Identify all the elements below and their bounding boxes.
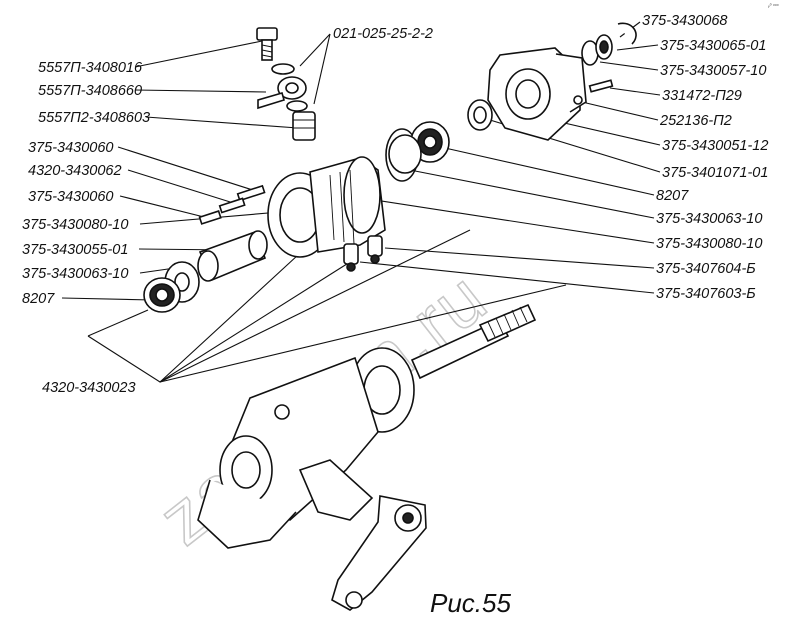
banjo-fitting (257, 76, 307, 110)
plunger-3 (198, 210, 222, 225)
label-375-3430055-01: 375-3430055-01 (22, 242, 128, 258)
valve-spool (197, 230, 268, 282)
parts (143, 22, 637, 611)
label-5557p2-3408603: 5557П2-3408603 (38, 110, 150, 126)
label-021-025-25-2-2: 021-025-25-2-2 (333, 26, 433, 42)
cover-bolt (573, 79, 614, 105)
seal-ring-inner (473, 106, 487, 124)
label-375-3401071-01: 375-3401071-01 (662, 165, 768, 181)
seal-and-ring (581, 22, 637, 66)
label-375-3430060-b: 375-3430060 (28, 189, 113, 205)
label-252136-p2: 252136-П2 (659, 113, 732, 129)
label-375-3407604-b: 375-3407604-Б (656, 261, 756, 277)
washer-top (271, 63, 295, 75)
label-375-3430080-10-right: 375-3430080-10 (656, 236, 762, 252)
label-375-3430065-01: 375-3430065-01 (660, 38, 766, 54)
label-4320-3430062: 4320-3430062 (28, 163, 122, 179)
label-8207-right: 8207 (656, 188, 689, 204)
label-375-3430063-10-right: 375-3430063-10 (656, 211, 762, 227)
thrust-washer-right (388, 134, 422, 174)
valve-housing (267, 156, 386, 258)
label-375-3430080-10-left: 375-3430080-10 (22, 217, 128, 233)
label-375-3430051-12: 375-3430051-12 (662, 138, 768, 154)
figure-caption: Рис.55 (430, 588, 511, 618)
label-375-3430060-a: 375-3430060 (28, 140, 113, 156)
plunger-1 (236, 184, 266, 202)
banjo-bolt (256, 27, 278, 61)
leader-lines (61, 21, 661, 383)
label-331472-p29: 331472-П29 (662, 88, 742, 104)
union-fitting (292, 111, 316, 141)
corner-mark: ᵧ⁰ ᵒᵒᵒ (767, 3, 779, 9)
plunger-2 (218, 197, 246, 214)
nipple-fittings (343, 235, 383, 272)
cover-flange (487, 47, 587, 141)
label-375-3407603-b: 375-3407603-Б (656, 286, 756, 302)
label-375-3430063-10-left: 375-3430063-10 (22, 266, 128, 282)
bearing-8207-left (143, 277, 181, 313)
label-5557p-3408660: 5557П-3408660 (38, 83, 142, 99)
label-8207-left: 8207 (22, 291, 55, 307)
label-4320-3430023: 4320-3430023 (42, 380, 136, 396)
label-5557p-3408016: 5557П-3408016 (38, 60, 143, 76)
washer-bottom (286, 100, 308, 112)
pitman-arm (331, 495, 427, 611)
part-labels: 021-025-25-2-2 5557П-3408016 5557П-34086… (22, 13, 768, 396)
label-375-3430057-10: 375-3430057-10 (660, 63, 766, 79)
sector-shaft (410, 303, 537, 380)
label-375-3430068: 375-3430068 (642, 13, 727, 29)
steering-gear-housing (197, 347, 415, 549)
